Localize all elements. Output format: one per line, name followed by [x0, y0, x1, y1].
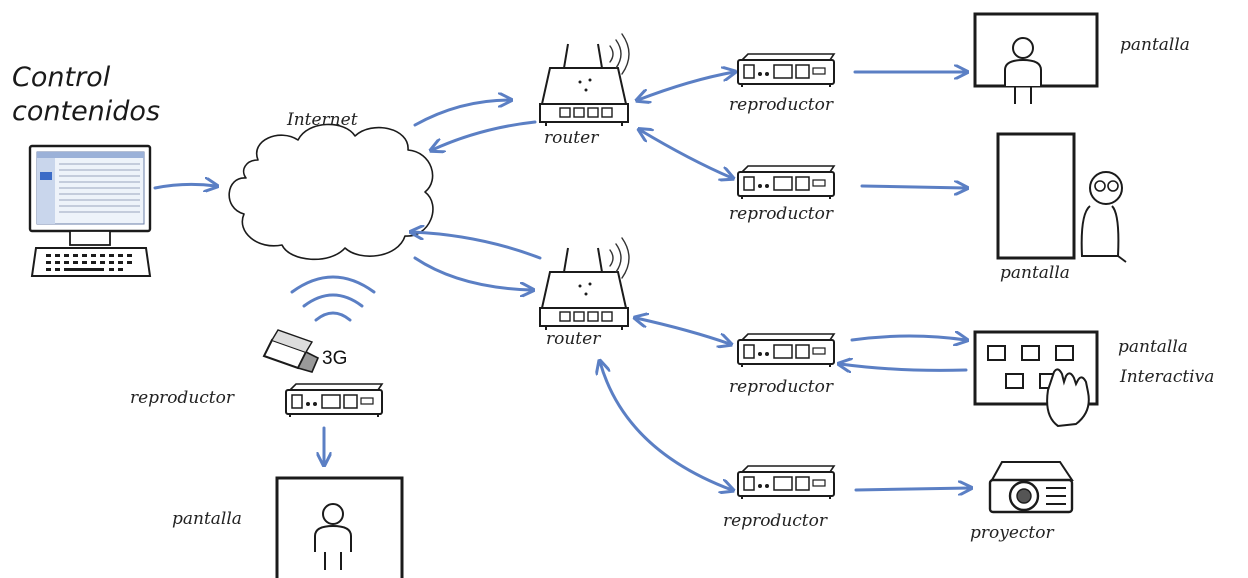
cloud-icon	[228, 123, 434, 261]
player-1-icon	[737, 53, 835, 88]
interactive-screen-label-2: Interactiva	[1119, 367, 1214, 387]
arrow-router-top-player-2	[640, 130, 732, 178]
usb-modem-icon	[262, 329, 320, 373]
projector-icon	[988, 461, 1074, 514]
player-3g-icon	[285, 383, 383, 418]
player-2-label: reproductor	[729, 204, 834, 224]
screen-1-label: pantalla	[1120, 35, 1190, 55]
interactive-screen-label-1: pantalla	[1118, 337, 1188, 357]
3g-label: 3G	[322, 348, 347, 369]
person-with-glasses-icon	[1080, 171, 1127, 263]
hand-touch-icon	[1046, 368, 1090, 428]
player-3-icon	[737, 333, 835, 368]
screen-3g-label: pantalla	[172, 509, 242, 529]
router-top-icon	[539, 33, 630, 127]
arrow-player-3-interactive	[850, 336, 966, 340]
wifi-icon	[290, 275, 376, 322]
player-1-label: reproductor	[729, 95, 834, 115]
player-3-label: reproductor	[729, 377, 834, 397]
contenidos-label: contenidos	[12, 96, 160, 127]
arrow-computer-cloud	[153, 184, 216, 188]
arrow-cloud-router-top	[413, 100, 510, 127]
router-bottom-label: router	[546, 329, 601, 349]
player-4-label: reproductor	[723, 511, 828, 531]
computer-icon	[28, 144, 152, 277]
arrow-router-bottom-cloud	[412, 232, 542, 260]
arrow-router-bottom-player-3	[636, 318, 730, 344]
arrow-router-bottom-player-4	[600, 362, 732, 490]
screen-3g-icon	[275, 476, 404, 578]
arrow-player-2-screen-2	[860, 186, 966, 188]
router-bottom-icon	[539, 237, 630, 331]
internet-label: Internet	[286, 110, 358, 130]
connection-arrows	[153, 72, 970, 490]
screen-1-icon	[973, 12, 1099, 105]
arrow-interactive-player-3	[840, 364, 968, 370]
interactive-screen-icon	[973, 330, 1099, 428]
arrow-cloud-router-bottom	[413, 256, 532, 290]
control-label: Control	[12, 62, 111, 93]
player-3g-label: reproductor	[130, 388, 235, 408]
router-top-label: router	[544, 128, 599, 148]
player-2-icon	[737, 165, 835, 200]
screen-2-icon	[996, 132, 1127, 263]
player-4-icon	[737, 465, 835, 500]
arrow-player-4-projector	[854, 488, 970, 490]
screen-2-label: pantalla	[1000, 263, 1070, 283]
projector-label: proyector	[970, 523, 1054, 543]
arrow-router-top-player-1	[638, 72, 734, 100]
arrow-router-top-cloud	[432, 120, 537, 150]
